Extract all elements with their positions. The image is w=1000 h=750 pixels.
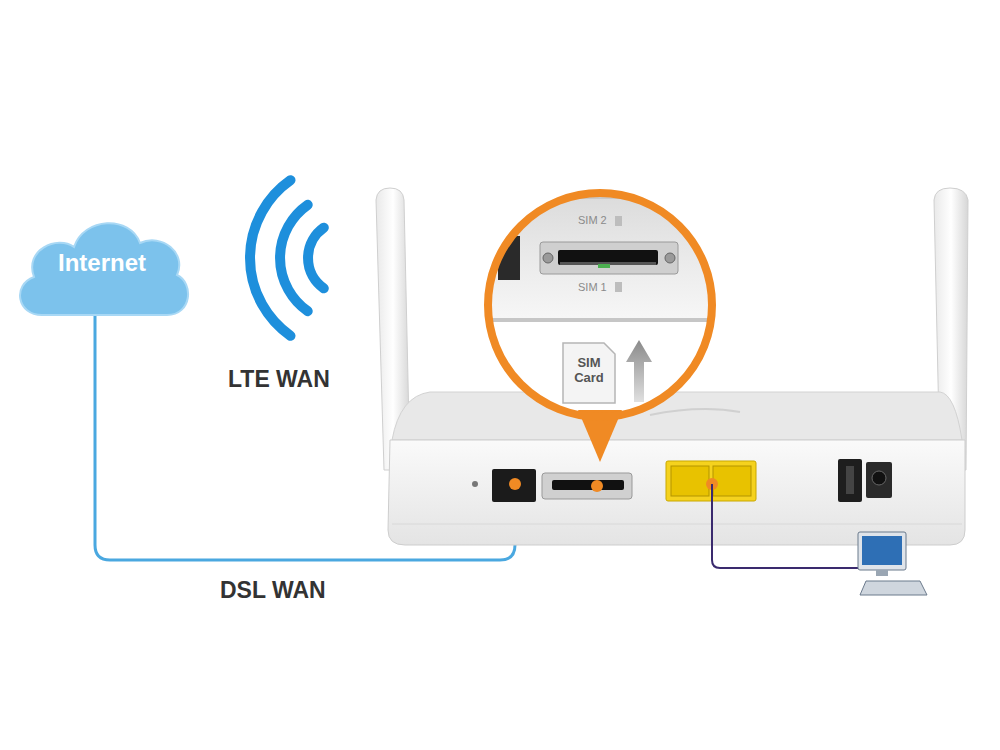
reset-hole [472, 481, 478, 487]
sim-card: SIM Card [562, 342, 616, 404]
power-jack-hole [872, 471, 886, 485]
power-switch-rocker [846, 466, 854, 494]
zoom-callout [480, 185, 720, 462]
power-switch [838, 459, 862, 502]
router-body [388, 392, 965, 545]
lan-port [671, 466, 709, 496]
port-marker [591, 480, 603, 492]
node-text: SIM Card [562, 356, 616, 386]
node-text: Internet [12, 249, 192, 277]
sim-slot-opening [552, 480, 624, 490]
cloud-shape: Internet [12, 205, 192, 330]
lte-signal [250, 180, 324, 336]
sim-slot [542, 473, 632, 499]
dsl-port [492, 469, 536, 502]
power-jack [866, 462, 892, 498]
slot-label: SIM 1 [578, 281, 607, 293]
lan-wire [712, 484, 860, 568]
slot-label: SIM 2 [578, 214, 607, 226]
link-label: DSL WAN [220, 577, 326, 604]
port-marker [509, 478, 521, 490]
link-label: LTE WAN [228, 366, 330, 393]
computer-icon [858, 532, 927, 595]
lan-port [713, 466, 751, 496]
